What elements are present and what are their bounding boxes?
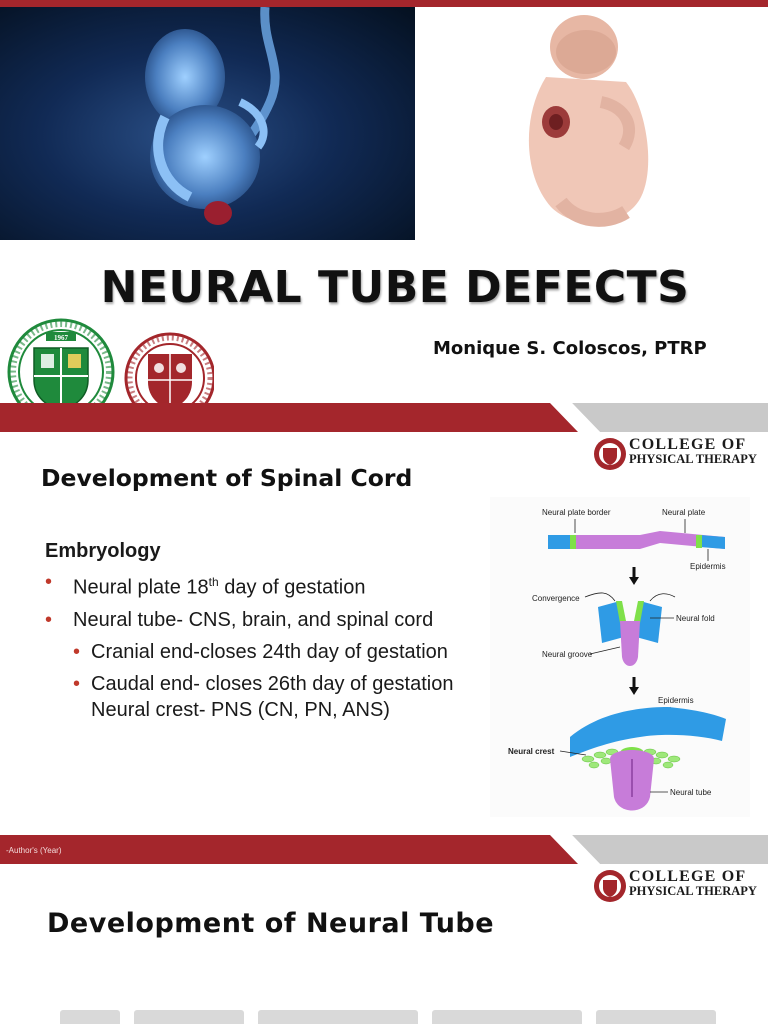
slide-body: Embryology •Neural plate 18th day of ges… — [45, 540, 455, 729]
svg-text:Convergence: Convergence — [532, 594, 580, 603]
brand-line-2: PHYSICAL THERAPY — [629, 452, 757, 466]
svg-text:Neural fold: Neural fold — [676, 614, 715, 623]
neural-tube-diagram: Neural plate border Neural plate Epiderm… — [490, 497, 750, 817]
college-logo-icon — [594, 438, 626, 470]
svg-text:Neural crest: Neural crest — [508, 747, 555, 756]
brand-line-1: COLLEGE OF — [629, 436, 747, 453]
footer-band — [0, 403, 768, 432]
brand-line-1: COLLEGE OF — [629, 868, 747, 885]
footer-band — [0, 835, 768, 864]
bullet-dot-icon: • — [73, 640, 81, 663]
brand-line-2: PHYSICAL THERAPY — [629, 884, 757, 898]
svg-text:Epidermis: Epidermis — [658, 696, 694, 705]
bullet-item: •Neural plate 18th day of gestation — [45, 571, 366, 599]
slide-title: Development of Spinal Cord — [41, 464, 413, 492]
top-accent-bar — [0, 0, 768, 7]
svg-text:Epidermis: Epidermis — [690, 562, 726, 571]
footer-citation: -Author's (Year) — [6, 846, 62, 855]
bullet-dot-icon: • — [73, 672, 81, 695]
bullet-item: •Neural tube- CNS, brain, and spinal cor… — [45, 608, 434, 631]
cropped-text-line — [60, 1010, 760, 1024]
sub-bullet-item: •Caudal end- closes 26th day of gestatio… — [73, 672, 454, 721]
bullet-list: •Neural plate 18th day of gestation •Neu… — [45, 569, 455, 723]
bullet-dot-icon: • — [45, 608, 53, 631]
college-brand: COLLEGE OF PHYSICAL THERAPY — [593, 435, 763, 475]
content-slide-spinal-cord: COLLEGE OF PHYSICAL THERAPY Development … — [0, 432, 768, 864]
content-slide-neural-tube: COLLEGE OF PHYSICAL THERAPY Development … — [0, 864, 768, 1024]
author-name: Monique S. Coloscos, PTRP — [433, 338, 707, 359]
slide-title: NEURAL TUBE DEFECTS — [100, 262, 690, 313]
college-brand: COLLEGE OF PHYSICAL THERAPY — [593, 867, 763, 907]
svg-text:Neural plate border: Neural plate border — [542, 508, 611, 517]
bullet-dot-icon: • — [45, 571, 53, 593]
svg-text:Neural groove: Neural groove — [542, 650, 593, 659]
svg-text:Neural plate: Neural plate — [662, 508, 706, 517]
title-slide: NEURAL TUBE DEFECTS Monique S. Coloscos,… — [0, 0, 768, 432]
svg-text:1967: 1967 — [54, 334, 69, 342]
slide-title: Development of Neural Tube — [47, 908, 495, 939]
section-heading: Embryology — [45, 540, 161, 562]
fetus-illustration — [0, 6, 415, 240]
college-logo-icon — [594, 870, 626, 902]
svg-text:Neural tube: Neural tube — [670, 788, 712, 797]
sub-bullet-item: •Cranial end-closes 24th day of gestatio… — [73, 640, 448, 663]
infant-spina-bifida-photo — [506, 7, 664, 240]
olfu-red-seal — [124, 332, 216, 424]
